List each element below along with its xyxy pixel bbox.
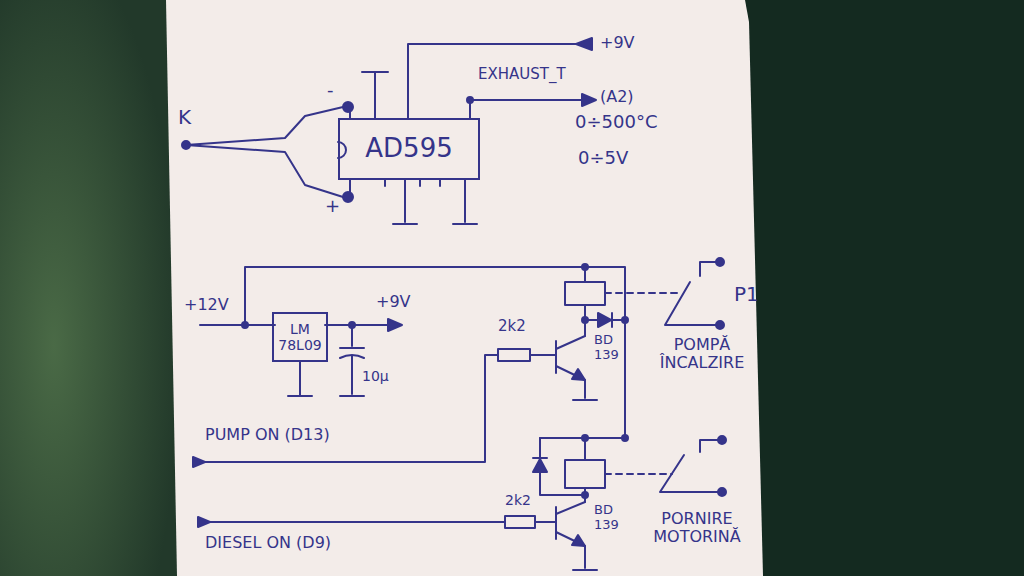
- signal-name: DIESEL ON (D9): [205, 534, 331, 552]
- pin-name: (A2): [600, 88, 634, 106]
- polarity-mark: +: [325, 196, 340, 217]
- part-name: AD595: [365, 134, 452, 164]
- connector-name: K: [178, 106, 191, 129]
- contact-name: P1: [734, 283, 759, 306]
- capacitor-value: 10µ: [362, 368, 389, 384]
- resistor-value: 2k2: [505, 492, 531, 508]
- polarity-mark: -: [327, 80, 334, 101]
- transistor-type: BD 139: [594, 503, 624, 533]
- part-name: LM 78L09: [274, 321, 326, 353]
- transistor-type: BD 139: [594, 333, 624, 363]
- resistor-value: 2k2: [498, 318, 526, 335]
- range-note: 0÷500°C: [575, 112, 657, 133]
- signal-name: EXHAUST_T: [478, 66, 566, 83]
- signal-name: PUMP ON (D13): [205, 426, 330, 444]
- range-note: 0÷5V: [578, 148, 628, 169]
- supply-label: +12V: [184, 296, 229, 314]
- load-name: POMPĂ ÎNCALZIRE: [646, 336, 758, 373]
- supply-label: +9V: [600, 34, 635, 52]
- regulator-box: LM 78L09: [272, 312, 328, 362]
- load-name: PORNIRE MOTORINĂ: [636, 510, 758, 547]
- ic-box: AD595: [338, 118, 480, 180]
- supply-label: +9V: [376, 293, 411, 311]
